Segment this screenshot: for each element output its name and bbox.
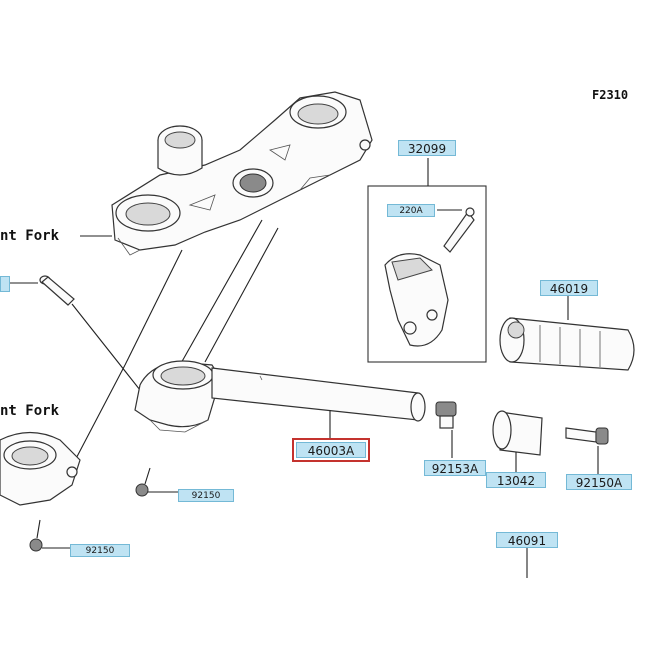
front-fork-label-lower: nt Fork <box>0 403 60 419</box>
part-tag-32099[interactable]: 32099 <box>398 140 456 156</box>
upper-triple-clamp <box>111 91 373 256</box>
throttle-housing <box>384 207 475 347</box>
part-tag-92150-upper[interactable]: 92150 <box>178 489 234 502</box>
part-tag-92153A[interactable]: 92153A <box>424 460 486 476</box>
part-tag-92150-lower[interactable]: 92150 <box>70 544 130 557</box>
bolt-92150-upper <box>135 483 149 497</box>
part-tag-46003A[interactable]: 46003A <box>292 438 370 462</box>
housing-group-box <box>367 185 487 363</box>
bolt-upper-left <box>39 275 75 306</box>
part-tag-46019[interactable]: 46019 <box>540 280 598 296</box>
part-tag-92150A[interactable]: 92150A <box>566 474 632 490</box>
part-tag-220A[interactable]: 220A <box>387 204 435 217</box>
plug-bolt <box>435 401 457 429</box>
lower-left-clamp <box>0 431 81 506</box>
bolt-92150-lower <box>29 538 43 552</box>
handlebar-grip <box>499 317 635 371</box>
part-tag-cutoff-left[interactable] <box>0 276 10 292</box>
bar-end-weight <box>492 410 543 456</box>
figure-code: F2310 <box>592 88 629 102</box>
part-tag-13042[interactable]: 13042 <box>486 472 546 488</box>
clip-on-handlebar <box>134 360 426 433</box>
bar-end-bolt <box>565 427 609 445</box>
front-fork-label-upper: nt Fork <box>0 228 60 244</box>
part-tag-46091[interactable]: 46091 <box>496 532 558 548</box>
